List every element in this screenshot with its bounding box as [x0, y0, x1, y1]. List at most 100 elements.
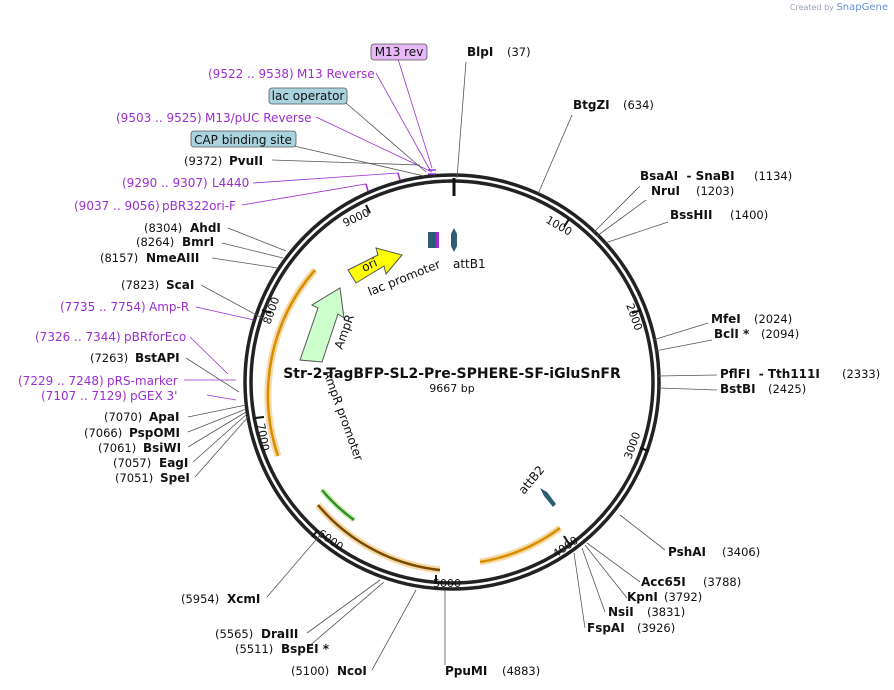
enzyme-spei: SpeI [160, 471, 190, 485]
tick-2000: 2000 [623, 302, 645, 333]
enzyme-kpni: KpnI [627, 590, 658, 604]
pos-ppumi: (4883) [502, 664, 540, 678]
backbone-inner [249, 179, 655, 585]
attb1-label: attB1 [453, 257, 486, 271]
plasmid-length: 9667 bp [429, 382, 474, 395]
range-prs-marker: (7229 .. 7248) [18, 374, 104, 388]
ampr-arrow [299, 287, 345, 363]
ori-label: ori [359, 255, 379, 274]
backbone-outer [243, 173, 661, 591]
range-m13-reverse: (9522 .. 9538) [208, 67, 294, 81]
pos-apai: (7070) [104, 410, 142, 424]
pos-spei: (7051) [115, 471, 153, 485]
pos-ahdi: (8304) [144, 221, 182, 235]
ampr-promoter-label: AmpR promoter [320, 368, 366, 462]
enzyme-bsaai-snabi: BsaAI - SnaBI [640, 169, 735, 183]
tick-5000: 5000 [433, 577, 461, 590]
enzyme-apai: ApaI [149, 410, 179, 424]
pos-scai: (7823) [121, 278, 159, 292]
enzyme-eagi: EagI [159, 456, 188, 470]
right-leader-lines [444, 61, 718, 665]
feature-m13-reverse: M13 Reverse [297, 67, 375, 81]
left-enzyme-labels: (9372) PvuII (8304) AhdI (8264) BmrI (81… [84, 154, 367, 678]
range-pbrforeco: (7326 .. 7344) [35, 330, 121, 344]
range-pbr322ori: (9037 .. 9056) [74, 199, 160, 213]
right-enzyme-labels: BlpI (37) BtgZI (634) BsaAI - SnaBI (113… [445, 45, 880, 678]
range-amp-r: (7735 .. 7754) [60, 300, 146, 314]
pos-pspomi: (7066) [84, 426, 122, 440]
pos-blpi: (37) [507, 45, 531, 59]
pos-nsii: (3831) [647, 605, 685, 619]
credit-prefix: Created by [789, 3, 834, 12]
pos-btgzi: (634) [623, 98, 654, 112]
enzyme-mfei: MfeI [711, 312, 741, 326]
pos-fspai: (3926) [637, 621, 675, 635]
enzyme-nrui: NruI [651, 184, 680, 198]
range-pgex3: (7107 .. 7129) [41, 389, 127, 403]
lac-marker-2 [436, 232, 439, 248]
enzyme-ahdi: AhdI [190, 221, 221, 235]
pos-bsaai: (1134) [754, 169, 792, 183]
enzyme-scai: ScaI [166, 278, 194, 292]
range-l4440: (9290 .. 9307) [122, 176, 208, 190]
pos-bstbi: (2425) [768, 382, 806, 396]
enzyme-pflfi-tth111i: PflFI - Tth111I [720, 367, 820, 381]
boxed-leader-lines [293, 102, 427, 177]
feature-arc-bottom-core [317, 504, 441, 572]
snapgene-credit: Created by SnapGene [790, 2, 888, 13]
enzyme-blpi: BlpI [467, 45, 493, 59]
lac-marker [428, 232, 436, 248]
enzyme-nsii: NsiI [608, 605, 634, 619]
enzyme-ncoi: NcoI [337, 664, 367, 678]
enzyme-ppumi: PpuMI [445, 664, 487, 678]
cap-binding-label: CAP binding site [194, 133, 292, 147]
enzyme-bsshii: BssHII [670, 208, 712, 222]
pos-nmeaiii: (8157) [100, 251, 138, 265]
feature-pgex3: pGEX 3' [130, 389, 177, 403]
pos-pshai: (3406) [722, 545, 760, 559]
range-m13-puc-reverse: (9503 .. 9525) [116, 111, 202, 125]
pos-mfei: (2024) [754, 312, 792, 326]
attb1-marker [451, 228, 457, 252]
left-leader-lines [185, 159, 421, 671]
lac-operator-box [268, 87, 348, 105]
cap-binding-box [190, 130, 297, 148]
pos-acc65i: (3788) [703, 575, 741, 589]
feature-labels: (9522 .. 9538) M13 Reverse (9503 .. 9525… [18, 67, 375, 403]
pos-kpni: (3792) [664, 590, 702, 604]
feature-l4440: L4440 [212, 176, 249, 190]
pos-bcli: (2094) [761, 327, 799, 341]
pos-eagi: (7057) [113, 456, 151, 470]
enzyme-draiii: DraIII [261, 627, 298, 641]
enzyme-bmri: BmrI [182, 235, 214, 249]
enzyme-xcmi: XcmI [227, 592, 260, 606]
enzyme-nmeaiii: NmeAIII [146, 251, 199, 265]
pos-bstapi: (7263) [90, 351, 128, 365]
enzyme-bstapi: BstAPI [135, 351, 180, 365]
enzyme-bstbi: BstBI [720, 382, 756, 396]
pos-bsshii: (1400) [730, 208, 768, 222]
enzyme-pshai: PshAI [668, 545, 706, 559]
feature-m13-puc-reverse: M13/pUC Reverse [205, 111, 312, 125]
tick-7000: 7000 [254, 422, 272, 452]
snapgene-logo: SnapGene [836, 2, 888, 13]
enzyme-bcli: BclI * [714, 327, 750, 341]
tick-marks [254, 204, 650, 584]
feature-small-marks [365, 169, 436, 192]
feature-arc-bottom-right-core [479, 526, 561, 564]
attb2-marker [540, 488, 556, 507]
feature-pbrforeco: pBRforEco [124, 330, 186, 344]
pos-draiii: (5565) [215, 627, 253, 641]
m13-rev-label: M13 rev [375, 45, 424, 59]
pos-pvuii: (9372) [184, 154, 222, 168]
enzyme-bspei: BspEI * [281, 642, 330, 656]
ori-arrow [347, 247, 403, 284]
feature-prs-marker: pRS-marker [107, 374, 178, 388]
feature-amp-r: Amp-R [149, 300, 189, 314]
pos-xcmi: (5954) [181, 592, 219, 606]
feature-arc-top-left-core [266, 269, 316, 457]
enzyme-acc65i: Acc65I [641, 575, 686, 589]
pos-ncoi: (5100) [291, 664, 329, 678]
pos-bmri: (8264) [136, 235, 174, 249]
